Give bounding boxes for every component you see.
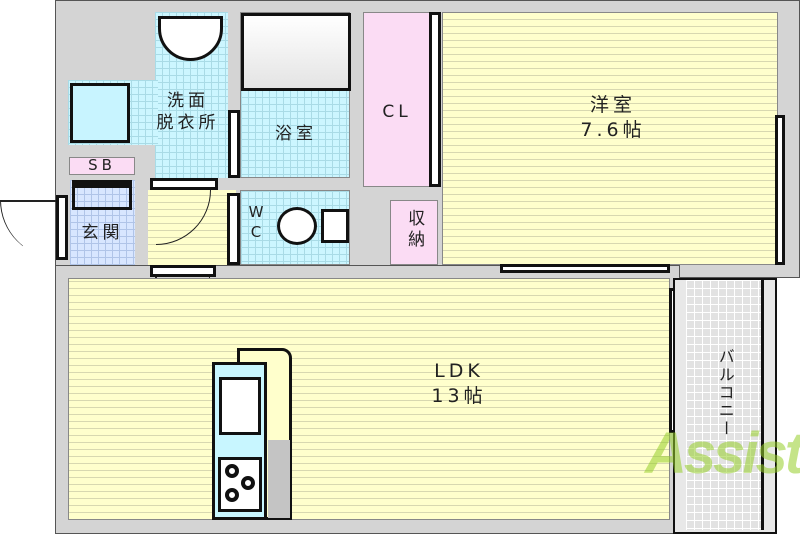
balcony: バルコニー — [686, 280, 764, 530]
washroom-annex — [68, 80, 158, 145]
hallway — [148, 190, 236, 265]
entrance-label: 玄関 — [81, 223, 124, 243]
ldk-name: LDK — [434, 360, 484, 382]
toilet-door[interactable] — [227, 193, 240, 265]
ldk-size: 13帖 — [431, 384, 487, 407]
western-window[interactable] — [775, 115, 785, 265]
assist-logo-text: Assist — [645, 421, 800, 486]
stove-icon — [218, 457, 262, 512]
assist-logo-watermark: Assist — [645, 420, 800, 487]
bath-door[interactable] — [228, 110, 240, 178]
sink-icon — [219, 377, 261, 435]
shoe-box: SB — [69, 156, 135, 175]
bath-label: 浴室 — [275, 124, 317, 144]
closet-door[interactable] — [429, 12, 441, 187]
toilet-tank-icon — [321, 209, 349, 243]
bathroom: 浴室 — [240, 12, 351, 178]
closet: CL — [363, 12, 431, 187]
western-room-size: 7.6帖 — [580, 118, 646, 141]
washbasin-icon — [158, 16, 223, 61]
western-room-name: 洋室 — [589, 94, 636, 116]
shoe-box-label: SB — [88, 156, 116, 174]
entrance: 玄関 — [70, 180, 135, 265]
fridge-space — [268, 440, 290, 518]
toilet-icon — [277, 207, 317, 245]
hallway-door-top[interactable] — [150, 178, 218, 190]
hallway-door-bottom[interactable] — [150, 265, 216, 277]
entrance-door-frame — [56, 195, 68, 260]
toilet-label: W C — [248, 203, 264, 241]
washing-machine-icon — [70, 83, 130, 143]
kitchen-unit — [212, 362, 267, 520]
washroom-label: 洗面 脱衣所 — [156, 91, 220, 134]
ldk-room: LDK 13帖 — [68, 278, 670, 520]
storage: 収納 — [390, 200, 438, 265]
closet-label: CL — [382, 102, 412, 122]
bathtub-icon — [241, 13, 351, 91]
shoe-cabinet-door-icon[interactable] — [72, 180, 132, 210]
western-room: 洋室 7.6帖 — [442, 12, 778, 265]
balcony-label: バルコニー — [715, 348, 735, 438]
entrance-door[interactable] — [0, 200, 58, 258]
washroom-door-swing[interactable] — [156, 190, 211, 245]
washroom — [155, 12, 228, 178]
western-sliding-door[interactable] — [500, 264, 670, 273]
storage-label: 収納 — [404, 209, 425, 251]
toilet-room: W C — [240, 190, 350, 265]
